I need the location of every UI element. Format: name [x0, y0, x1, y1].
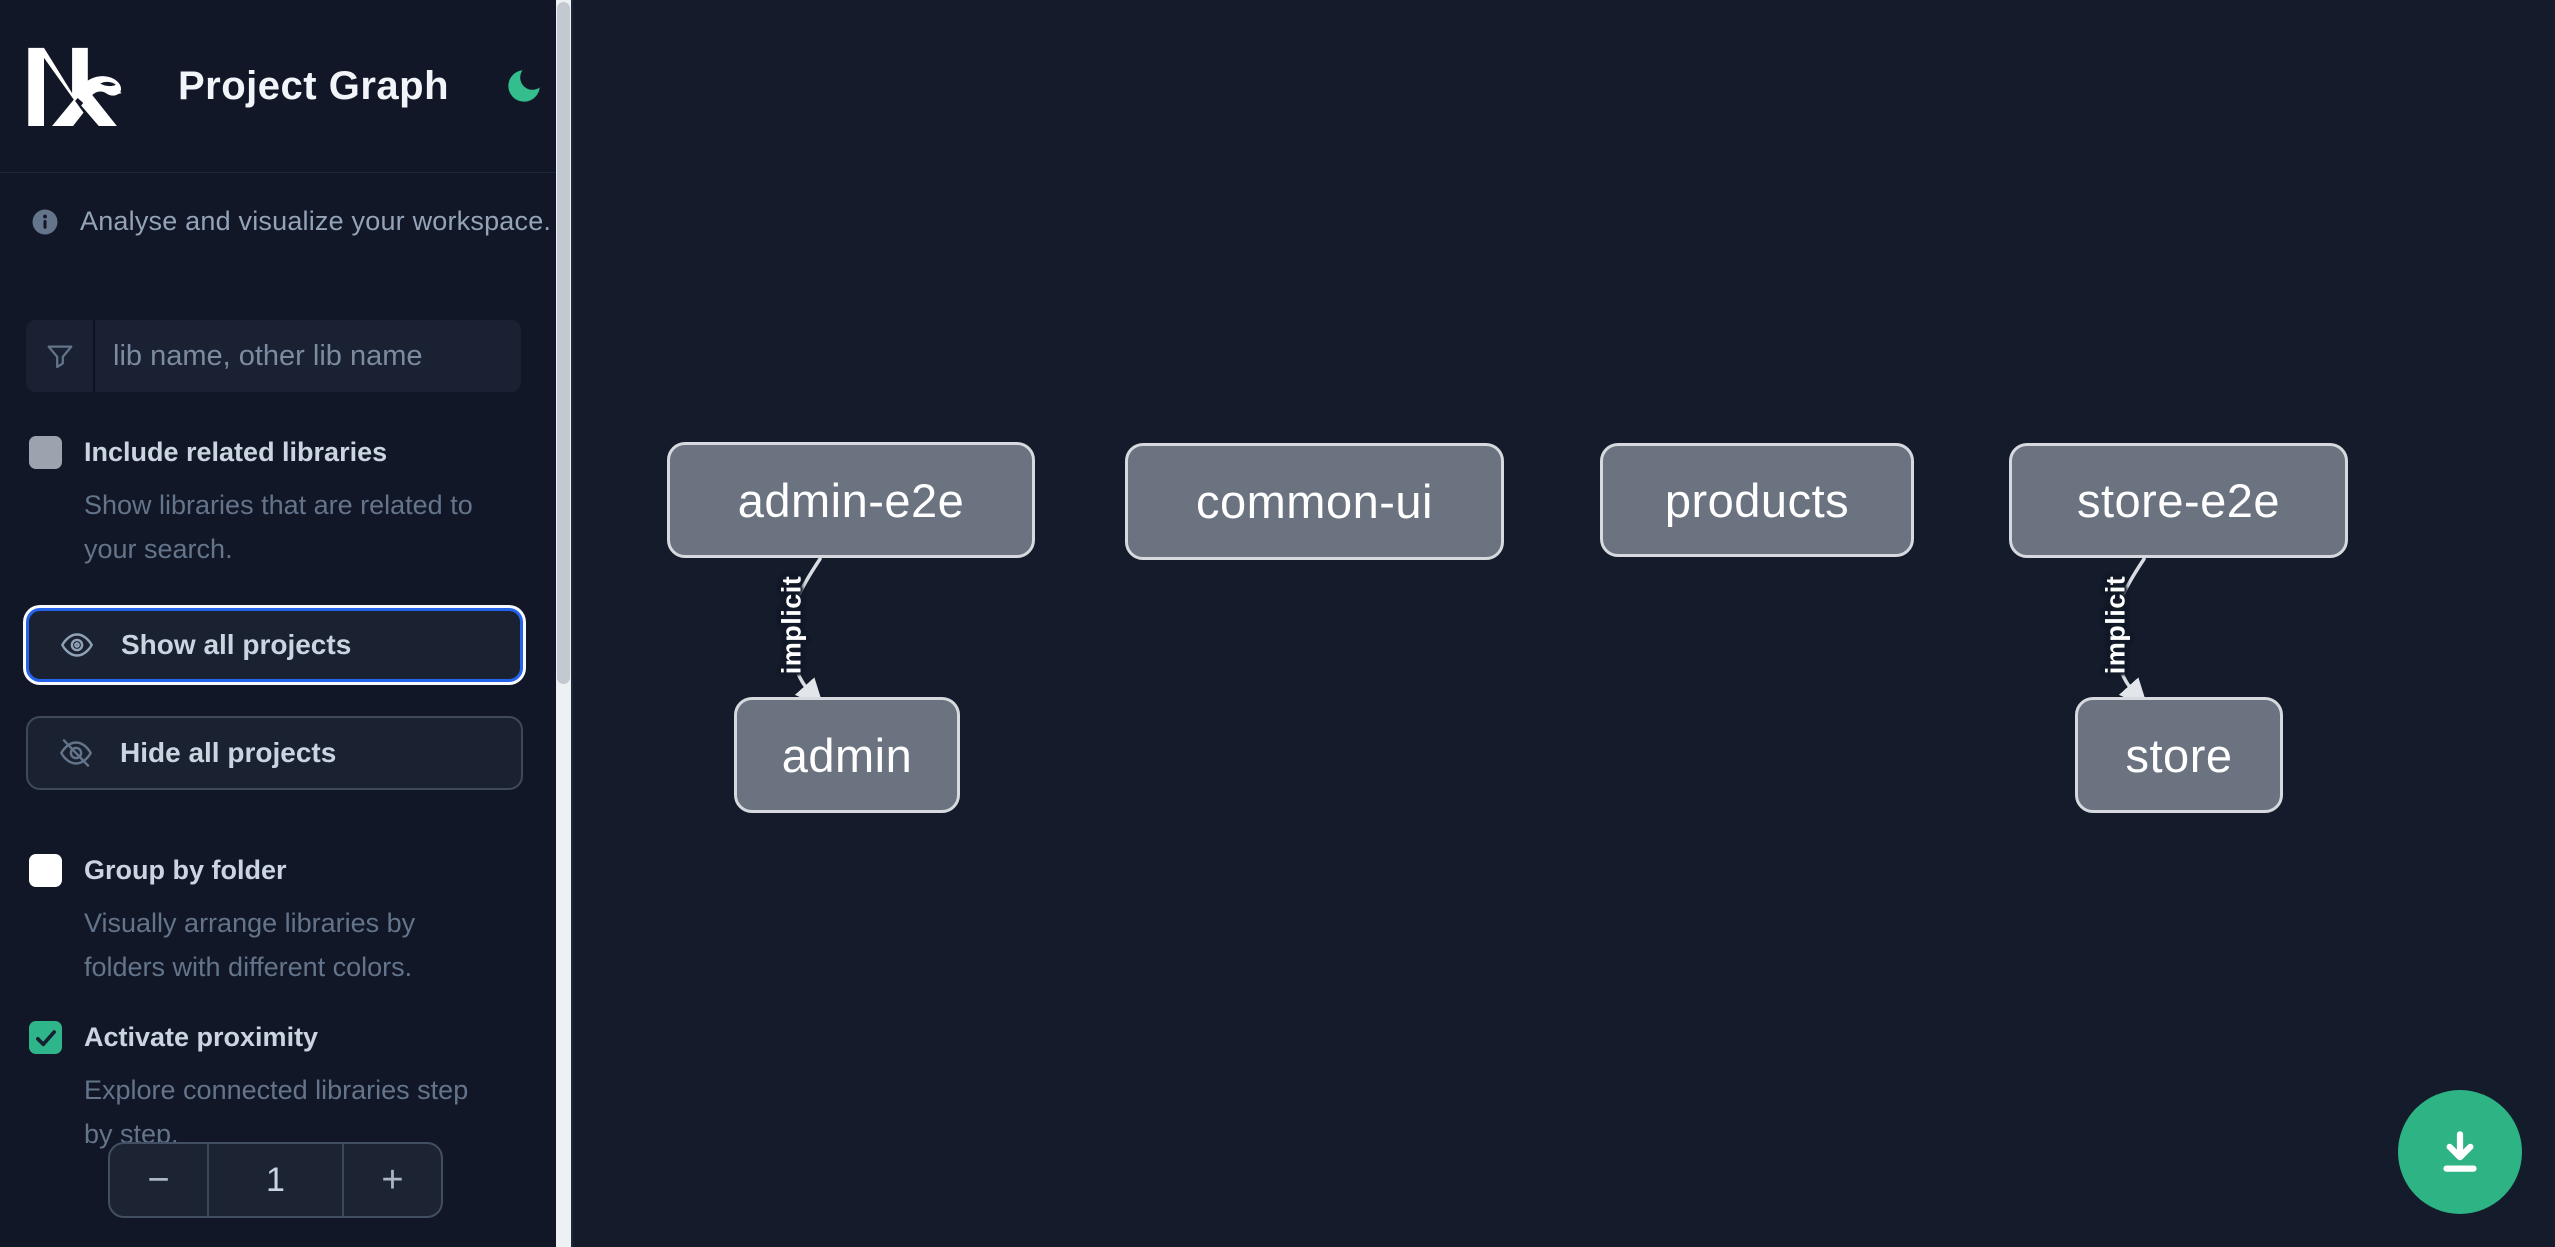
tagline-text: Analyse and visualize your workspace.: [80, 206, 552, 236]
graph-canvas[interactable]: implicit implicit admin-e2e common-ui pr…: [571, 0, 2555, 1247]
option-description: Visually arrange libraries by folders wi…: [84, 908, 416, 982]
increment-button[interactable]: +: [344, 1144, 441, 1216]
proximity-depth-stepper: − 1 +: [108, 1142, 443, 1218]
sidebar-header: Project Graph: [0, 0, 556, 173]
project-node-common-ui[interactable]: common-ui: [1125, 443, 1504, 560]
workspace-info: Analyse and visualize your workspace.: [30, 206, 551, 237]
eye-off-icon: [60, 739, 92, 767]
option-label: Group by folder: [84, 855, 287, 885]
project-node-store-e2e[interactable]: store-e2e: [2009, 443, 2348, 558]
include-related-checkbox[interactable]: [29, 436, 62, 469]
theme-toggle-button[interactable]: [501, 63, 547, 109]
dependency-edges: [787, 557, 2148, 708]
page-title: Project Graph: [178, 63, 450, 108]
download-icon: [2443, 1131, 2477, 1172]
edge-store-e2e-to-store: [2111, 557, 2148, 708]
activate-proximity-checkbox[interactable]: [29, 1021, 62, 1054]
eye-icon: [61, 633, 93, 657]
edge-label-implicit: implicit: [776, 575, 807, 675]
option-description: Show libraries that are related to your …: [84, 490, 473, 564]
moon-icon: [508, 70, 540, 102]
button-label: Show all projects: [121, 629, 352, 660]
hide-all-projects-button[interactable]: Hide all projects: [26, 716, 523, 790]
project-node-store[interactable]: store: [2075, 697, 2283, 813]
project-node-products[interactable]: products: [1600, 443, 1914, 557]
option-label: Include related libraries: [84, 437, 388, 467]
info-icon: [32, 209, 58, 234]
check-icon: [35, 1029, 56, 1046]
proximity-depth-value: 1: [207, 1144, 344, 1216]
show-all-projects-button[interactable]: Show all projects: [26, 608, 523, 682]
decrement-button[interactable]: −: [110, 1144, 207, 1216]
project-node-admin-e2e[interactable]: admin-e2e: [667, 442, 1035, 558]
sidebar: Project Graph Analyse and visualize your…: [0, 0, 556, 1247]
option-label: Activate proximity: [84, 1022, 319, 1052]
download-graph-button[interactable]: [2398, 1090, 2522, 1214]
group-by-folder-checkbox[interactable]: [29, 854, 62, 887]
button-label: Hide all projects: [120, 737, 337, 768]
filter-funnel-icon: [26, 320, 95, 392]
project-node-admin[interactable]: admin: [734, 697, 960, 813]
sidebar-scrollbar[interactable]: [556, 0, 571, 1247]
nx-logo: [28, 47, 122, 126]
scrollbar-thumb[interactable]: [557, 2, 570, 684]
edge-admin-e2e-to-admin: [787, 557, 824, 708]
search-input[interactable]: [95, 320, 521, 392]
edge-label-implicit: implicit: [2100, 575, 2131, 675]
search-box: [26, 320, 521, 392]
